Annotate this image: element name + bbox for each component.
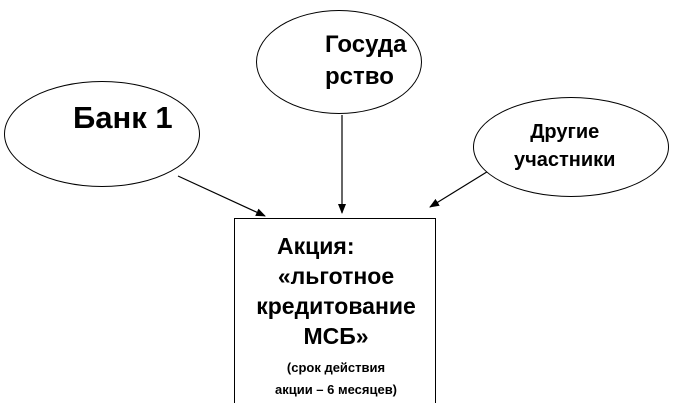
arrow-other-to-action: [429, 169, 491, 208]
node-action-body-line: МСБ»: [303, 323, 369, 349]
node-bank: Банк 1: [4, 81, 200, 187]
node-action-body: «льготное кредитование МСБ»: [245, 261, 427, 351]
node-action-note: (срок действия акции – 6 месяцев): [235, 357, 435, 401]
node-other-participants: Другие участники: [473, 97, 669, 197]
node-action-note-line: (срок действия: [286, 360, 386, 375]
node-bank-label: Банк 1: [73, 100, 173, 135]
node-action-title: Акция:: [277, 233, 355, 259]
node-government-line: рство: [325, 63, 394, 90]
node-action-body-line: кредитование: [256, 293, 416, 319]
node-action-body-line: «льготное: [277, 263, 395, 289]
node-other-line: участники: [514, 149, 616, 171]
node-action: Акция: «льготное кредитование МСБ» (срок…: [234, 218, 436, 403]
node-government-line: Госуда: [325, 31, 407, 58]
node-government-label: Госуда рство: [325, 29, 406, 93]
node-other-label: Другие участники: [514, 118, 615, 174]
node-other-line: Другие: [530, 121, 600, 143]
node-action-note-line: акции – 6 месяцев): [274, 382, 398, 397]
node-government: Госуда рство: [256, 10, 422, 114]
arrow-bank-to-action: [177, 175, 266, 217]
